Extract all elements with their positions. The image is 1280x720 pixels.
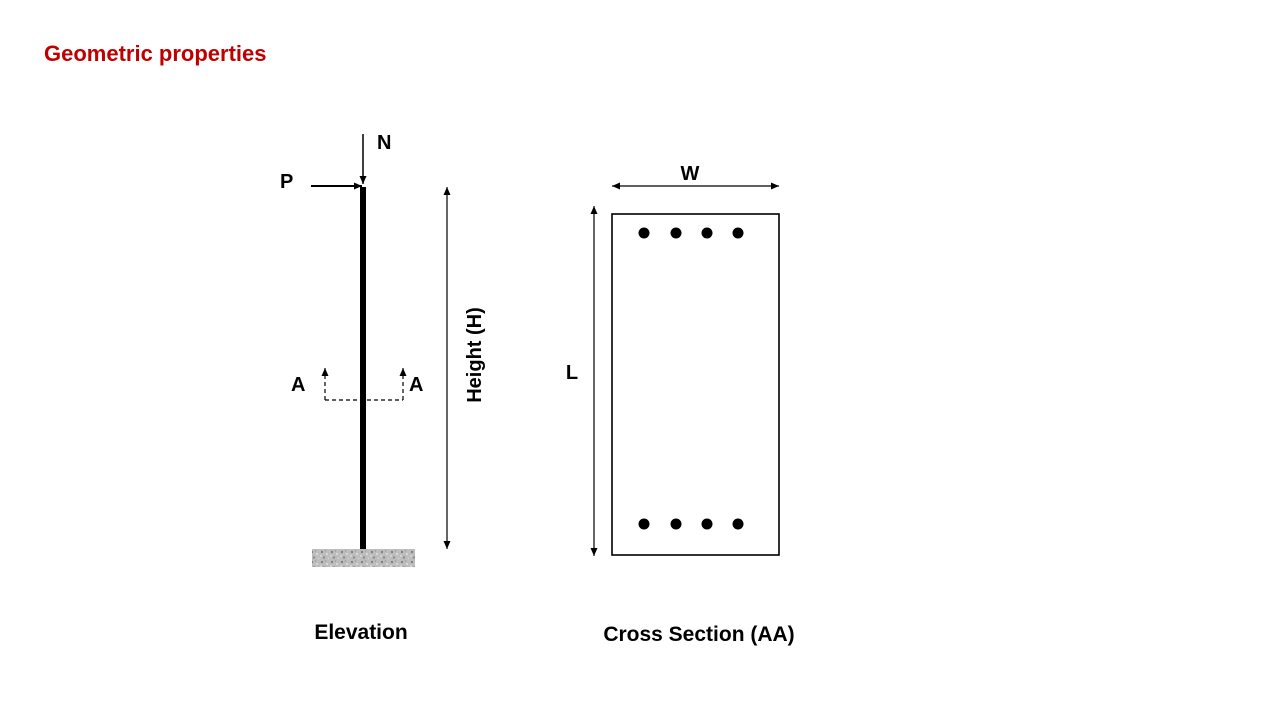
cross-section-view: W L Cross Section (AA) [566,163,795,646]
section-label-right: A [409,374,423,396]
rebar [638,227,650,239]
elevation-view: N P A A Height (H) Elevation [280,132,486,644]
bottom-rebar-row [638,518,744,530]
rebar [670,227,682,239]
slide-title: Geometric properties [44,41,267,66]
cross-section-caption: Cross Section (AA) [603,623,794,646]
section-outline [611,213,780,556]
height-label: Height (H) [464,307,486,403]
section-cut-marker [321,368,407,401]
top-rebar-row [638,227,744,239]
rebar [732,227,744,239]
foundation-block [312,549,415,567]
rebar [638,518,650,530]
rebar [701,227,713,239]
rebar [670,518,682,530]
rebar [701,518,713,530]
elevation-caption: Elevation [314,621,407,644]
rebar [732,518,744,530]
axial-load-label: N [377,132,391,154]
length-label: L [566,362,578,384]
width-label: W [681,163,700,185]
lateral-load-label: P [280,171,293,193]
section-label-left: A [291,374,305,396]
